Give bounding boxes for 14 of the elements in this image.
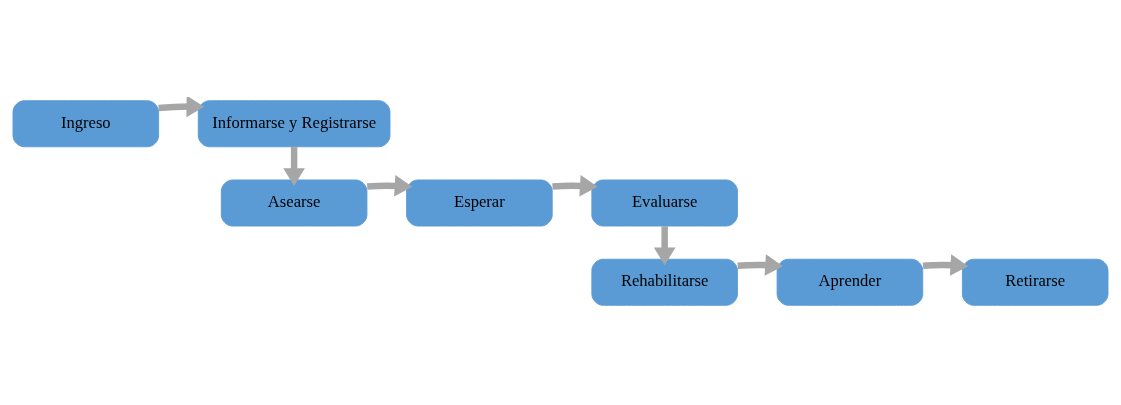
node-box: Ingreso <box>12 99 160 147</box>
node-box: Rehabilitarse <box>591 258 738 306</box>
arrow <box>158 96 205 117</box>
node-box: Informarse y Registrarse <box>197 99 391 147</box>
node-box: Retirarse <box>961 258 1109 306</box>
arrow <box>653 225 676 265</box>
node-box: Esperar <box>406 179 553 226</box>
node-box: Evaluarse <box>591 179 738 226</box>
arrow <box>737 253 783 276</box>
arrow <box>366 174 413 197</box>
arrow <box>922 253 969 276</box>
node-box: Aprender <box>776 258 924 306</box>
arrow <box>283 146 305 186</box>
node-box: Asearse <box>220 179 368 226</box>
